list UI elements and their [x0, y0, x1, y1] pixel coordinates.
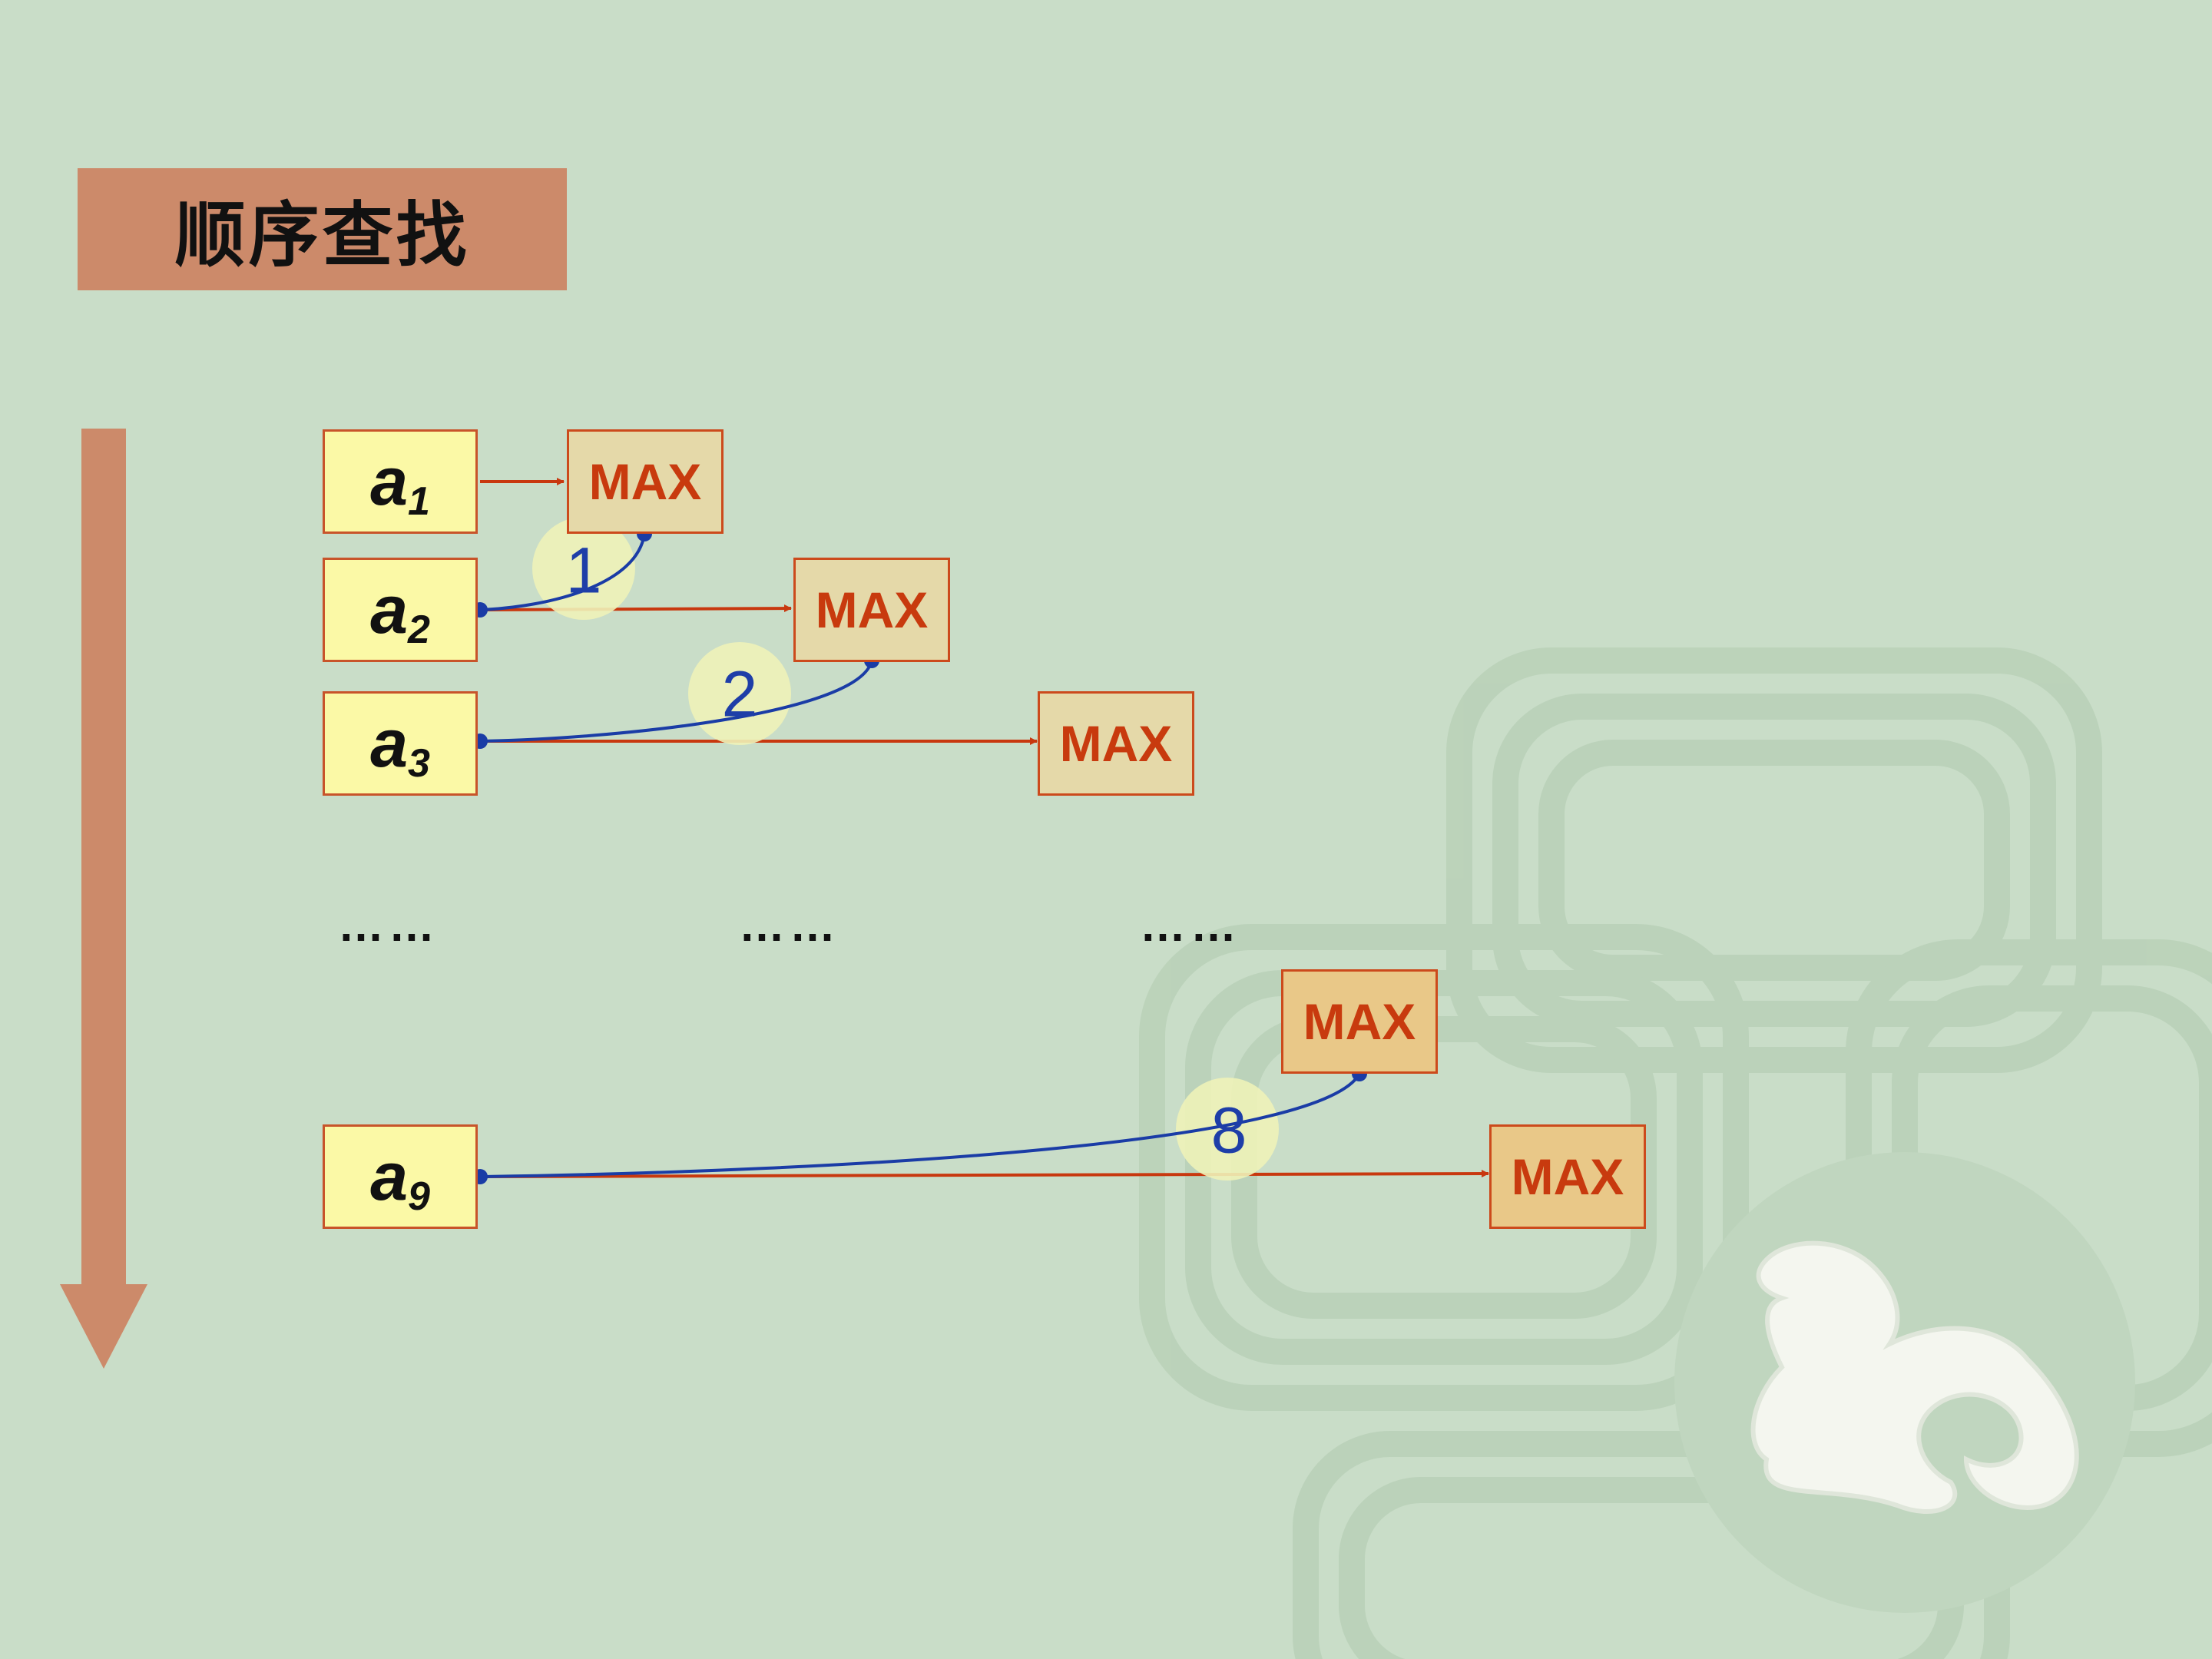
step-label-8: 8	[1210, 1094, 1247, 1167]
page-title: 顺序查找	[174, 194, 470, 276]
max-box-1: MAX	[567, 429, 724, 534]
ellipsis: ……	[338, 899, 439, 951]
dragon-emblem-icon	[1750, 1240, 2079, 1514]
arrow-a2-max	[479, 604, 792, 613]
element-subscript: 3	[408, 741, 430, 786]
element-subscript: 2	[408, 608, 430, 652]
down-arrow-icon	[60, 429, 147, 1369]
element-label: a	[370, 1138, 409, 1214]
ellipsis: ……	[1140, 899, 1241, 951]
step-circle-8	[1176, 1078, 1279, 1181]
max-box-9: MAX	[1489, 1124, 1646, 1229]
element-label: a	[370, 571, 409, 647]
step-label-1: 1	[565, 534, 602, 607]
max-box-3: MAX	[1038, 691, 1194, 796]
step-label-2: 2	[721, 657, 758, 730]
ellipsis: ……	[739, 899, 840, 951]
max-box-2: MAX	[793, 558, 950, 662]
title-banner: 顺序查找	[78, 168, 567, 290]
compare-curve-1	[479, 533, 646, 611]
step-circle-1	[532, 517, 635, 620]
max-box-8: MAX	[1281, 969, 1438, 1074]
element-label: a	[370, 443, 409, 519]
step-circle-2	[688, 642, 791, 745]
element-label: a	[370, 705, 409, 781]
arrow-a9-max	[479, 1170, 1489, 1178]
compare-curve-8	[479, 1073, 1361, 1178]
element-subscript: 1	[408, 479, 430, 524]
compare-curve-2	[479, 660, 873, 743]
element-subscript: 9	[408, 1174, 430, 1219]
